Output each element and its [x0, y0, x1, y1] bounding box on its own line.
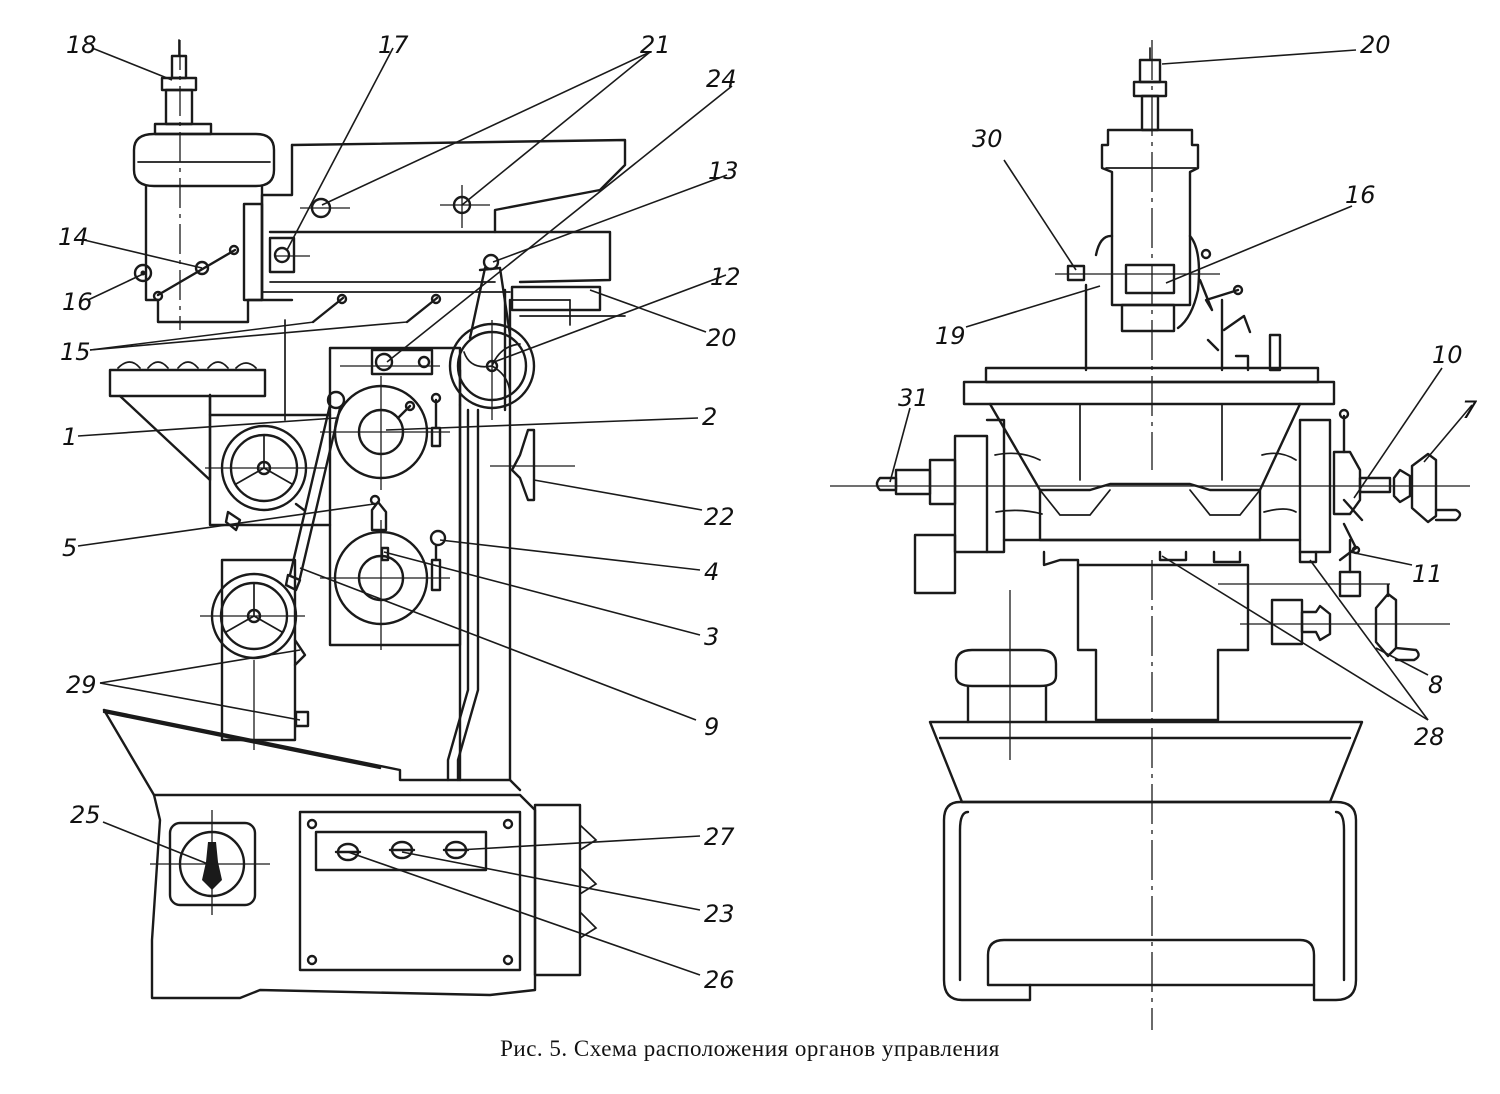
callout-21: 21: [640, 31, 671, 59]
callout-1: 1: [62, 423, 77, 451]
callouts-right: 20 30 16 19 10 31 7 11 8 28: [898, 31, 1478, 751]
handwheel-22: [490, 428, 575, 502]
callout-20: 20: [706, 324, 737, 352]
callout-4: 4: [704, 558, 719, 586]
callout-12: 12: [710, 263, 741, 291]
leaders-left: [77, 47, 733, 976]
right-view-machine: [830, 40, 1473, 1030]
base-left: [102, 708, 598, 1000]
callout-27: 27: [704, 823, 735, 851]
callout-14: 14: [58, 223, 89, 251]
lever-14-16: [133, 244, 240, 302]
callout-7: 7: [1462, 396, 1478, 424]
spindle-head-right: [1055, 40, 1282, 470]
callout-5: 5: [62, 534, 77, 562]
callout-19: 19: [935, 322, 966, 350]
left-view-machine: [77, 39, 733, 1000]
knee-left: [108, 361, 346, 592]
callout-9: 9: [704, 713, 719, 741]
callout-23: 23: [704, 900, 735, 928]
spindle-head-left: [132, 39, 276, 330]
callout-10: 10: [1432, 341, 1463, 369]
callout-16: 16: [62, 288, 93, 316]
callout-13: 13: [708, 157, 739, 185]
callout-28: 28: [1414, 723, 1445, 751]
column-left: [320, 253, 536, 782]
leaders-right: [889, 49, 1473, 721]
callout-17: 17: [378, 31, 409, 59]
figure-caption: Рис. 5. Схема расположения органов управ…: [500, 1036, 1000, 1061]
callout-24: 24: [706, 65, 737, 93]
knee-lower-left: [200, 558, 310, 750]
callout-29: 29: [66, 671, 97, 699]
callout-25: 25: [70, 801, 101, 829]
callout-15: 15: [60, 338, 91, 366]
callout-22: 22: [704, 503, 735, 531]
callout-8: 8: [1428, 671, 1443, 699]
callout-2: 2: [702, 403, 717, 431]
callout-16-right: 16: [1345, 181, 1376, 209]
overarm-left: [242, 138, 627, 421]
callout-26: 26: [704, 966, 735, 994]
callout-3: 3: [704, 623, 719, 651]
base-right: [928, 560, 1364, 1030]
callout-18: 18: [66, 31, 97, 59]
callout-30: 30: [972, 125, 1003, 153]
callouts-left: 18 17 21 24 13 14 16 15 12 20 1 2 22 5 4…: [58, 31, 741, 994]
knee-right: [1042, 538, 1450, 722]
callout-11: 11: [1412, 560, 1443, 588]
callout-20-right: 20: [1360, 31, 1391, 59]
callout-31: 31: [898, 384, 929, 412]
